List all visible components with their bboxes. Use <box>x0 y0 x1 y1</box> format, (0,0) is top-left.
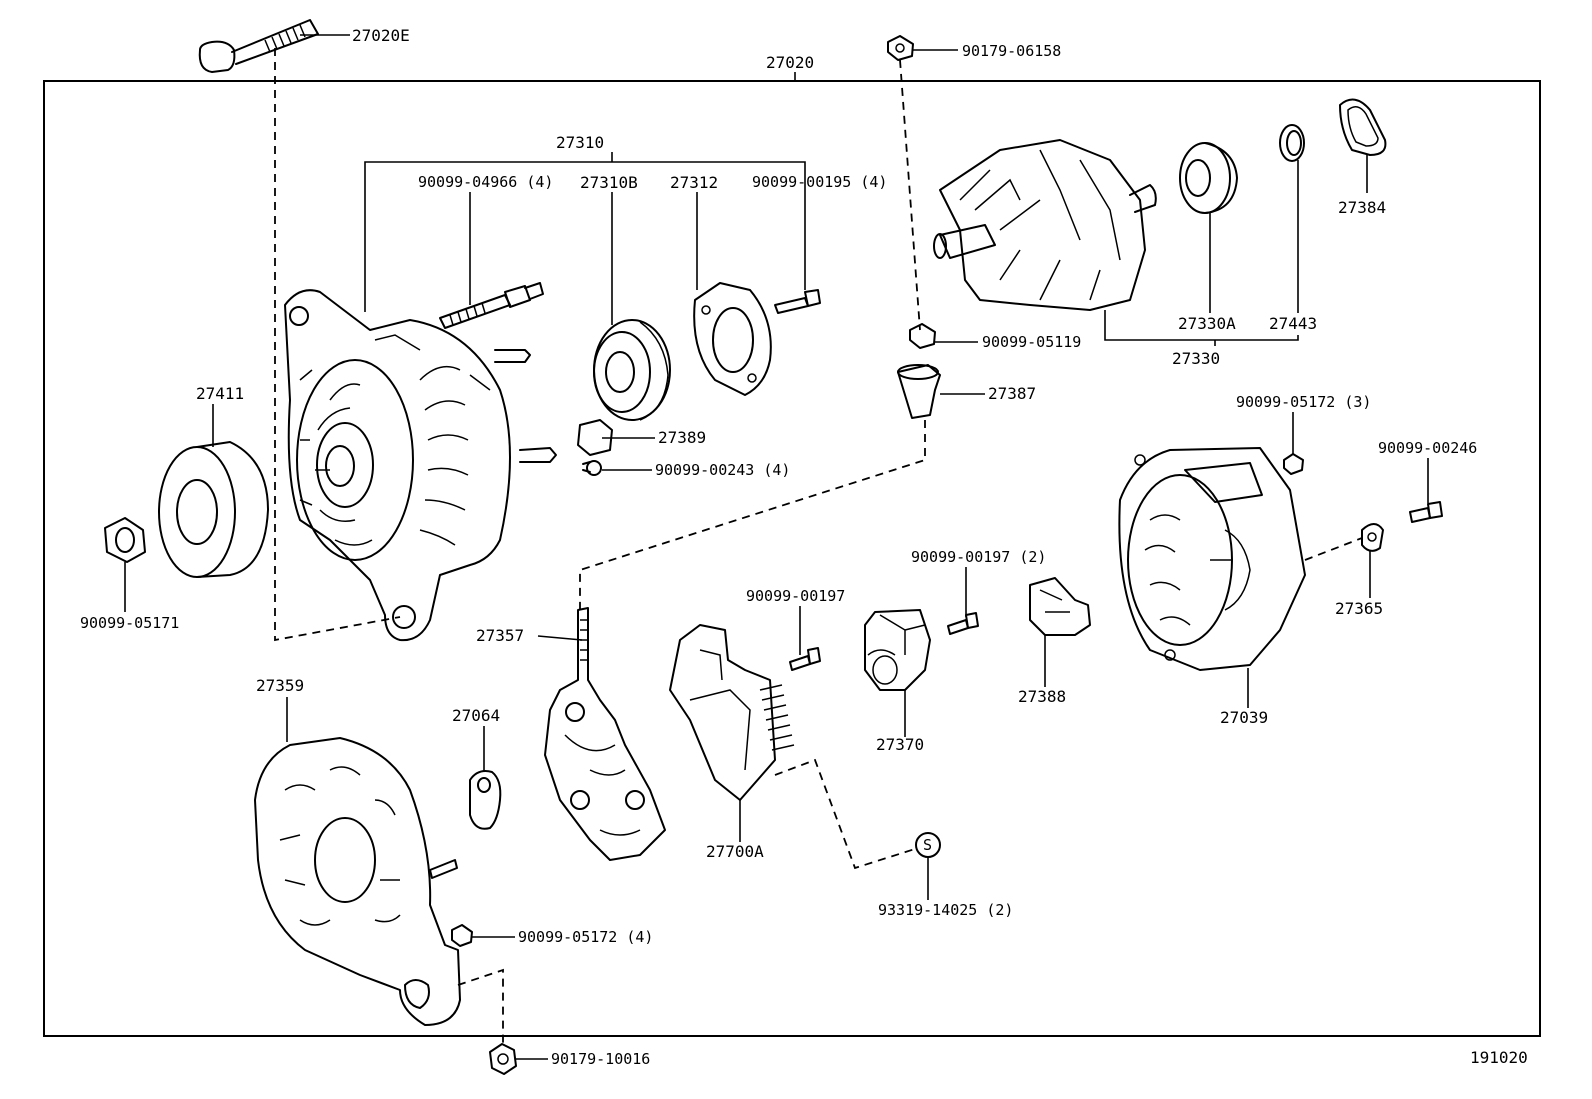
terminal-27365 <box>1361 523 1384 552</box>
assembly-frame <box>43 80 1541 1037</box>
rivet-s-mark: S <box>923 836 932 854</box>
label-27387: 27387 <box>988 384 1036 403</box>
nut-90099-05172-4 <box>451 924 473 947</box>
label-27330A: 27330A <box>1178 314 1236 333</box>
label-90099-05172-3: 90099-05172 (3) <box>1236 393 1371 411</box>
label-90099-00197: 90099-00197 <box>746 587 845 605</box>
pulley-27411 <box>158 441 269 578</box>
nut-90099-05171 <box>104 517 146 563</box>
label-27357: 27357 <box>476 626 524 645</box>
label-27443: 27443 <box>1269 314 1317 333</box>
dash-line-nut-06158 <box>899 59 921 331</box>
washer-27389 <box>577 419 613 456</box>
cover-27384 <box>1339 98 1387 156</box>
dash-line-rivet <box>774 758 919 870</box>
label-93319-14025: 93319-14025 (2) <box>878 901 1013 919</box>
label-90099-05172-4: 90099-05172 (4) <box>518 928 653 946</box>
label-27359: 27359 <box>256 676 304 695</box>
label-27310: 27310 <box>556 133 604 152</box>
label-27700A: 27700A <box>706 842 764 861</box>
label-90099-05171: 90099-05171 <box>80 614 179 632</box>
label-27039: 27039 <box>1220 708 1268 727</box>
label-27411: 27411 <box>196 384 244 403</box>
brush-holder-cover-27370 <box>864 609 931 691</box>
label-27388: 27388 <box>1018 687 1066 706</box>
label-90099-00195: 90099-00195 (4) <box>752 173 887 191</box>
label-27312: 27312 <box>670 173 718 192</box>
nut-90099-05172-3 <box>1283 453 1304 475</box>
insulator-bush-27387 <box>897 364 941 419</box>
drive-end-frame-27310 <box>284 289 557 642</box>
label-27365: 27365 <box>1335 599 1383 618</box>
bolt-90099-00246 <box>1409 501 1443 523</box>
stud-bolt-90099-04966 <box>439 282 544 329</box>
insulator-27064 <box>469 770 502 830</box>
screw-90099-00195 <box>774 289 821 314</box>
nut-90179-10016 <box>489 1043 517 1075</box>
label-90099-00246: 90099-00246 <box>1378 439 1477 457</box>
leader-lines <box>124 34 1429 1060</box>
screw-90099-00243 <box>582 460 602 476</box>
ring-27443 <box>1279 124 1305 162</box>
rectifier-27357 <box>544 607 666 861</box>
label-90099-00197-2: 90099-00197 (2) <box>911 548 1046 566</box>
label-90099-04966: 90099-04966 (4) <box>418 173 553 191</box>
label-27330: 27330 <box>1172 349 1220 368</box>
label-27310B: 27310B <box>580 173 638 192</box>
bearing-27330A <box>1179 142 1238 214</box>
rotor-27330 <box>933 139 1157 311</box>
screw-90099-00197-2 <box>947 612 979 635</box>
nut-90179-06158 <box>887 35 914 61</box>
nut-90099-05119 <box>909 323 936 349</box>
label-27020E: 27020E <box>352 26 410 45</box>
label-90179-10016: 90179-10016 <box>551 1050 650 1068</box>
bearing-27310B <box>593 319 671 421</box>
dash-line-bolt <box>274 48 401 642</box>
dash-line-rear-nut <box>457 968 504 1044</box>
diagram-code: 191020 <box>1470 1048 1528 1067</box>
long-bolt-27020E <box>198 19 319 73</box>
label-90099-05119: 90099-05119 <box>982 333 1081 351</box>
regulator-27700A <box>669 624 795 801</box>
label-27389: 27389 <box>658 428 706 447</box>
label-27384: 27384 <box>1338 198 1386 217</box>
rear-end-frame-27039 <box>1118 447 1306 671</box>
screw-90099-00197 <box>789 647 821 671</box>
retainer-plate-27312 <box>693 282 772 396</box>
holder-27388 <box>1029 577 1091 636</box>
label-90099-00243: 90099-00243 (4) <box>655 461 790 479</box>
rear-cover-27359 <box>254 737 461 1026</box>
dash-line-terminal <box>1304 537 1363 561</box>
label-27064: 27064 <box>452 706 500 725</box>
label-27020: 27020 <box>766 53 814 72</box>
label-90179-06158: 90179-06158 <box>962 42 1061 60</box>
dash-line-bush <box>579 420 926 610</box>
label-27370: 27370 <box>876 735 924 754</box>
